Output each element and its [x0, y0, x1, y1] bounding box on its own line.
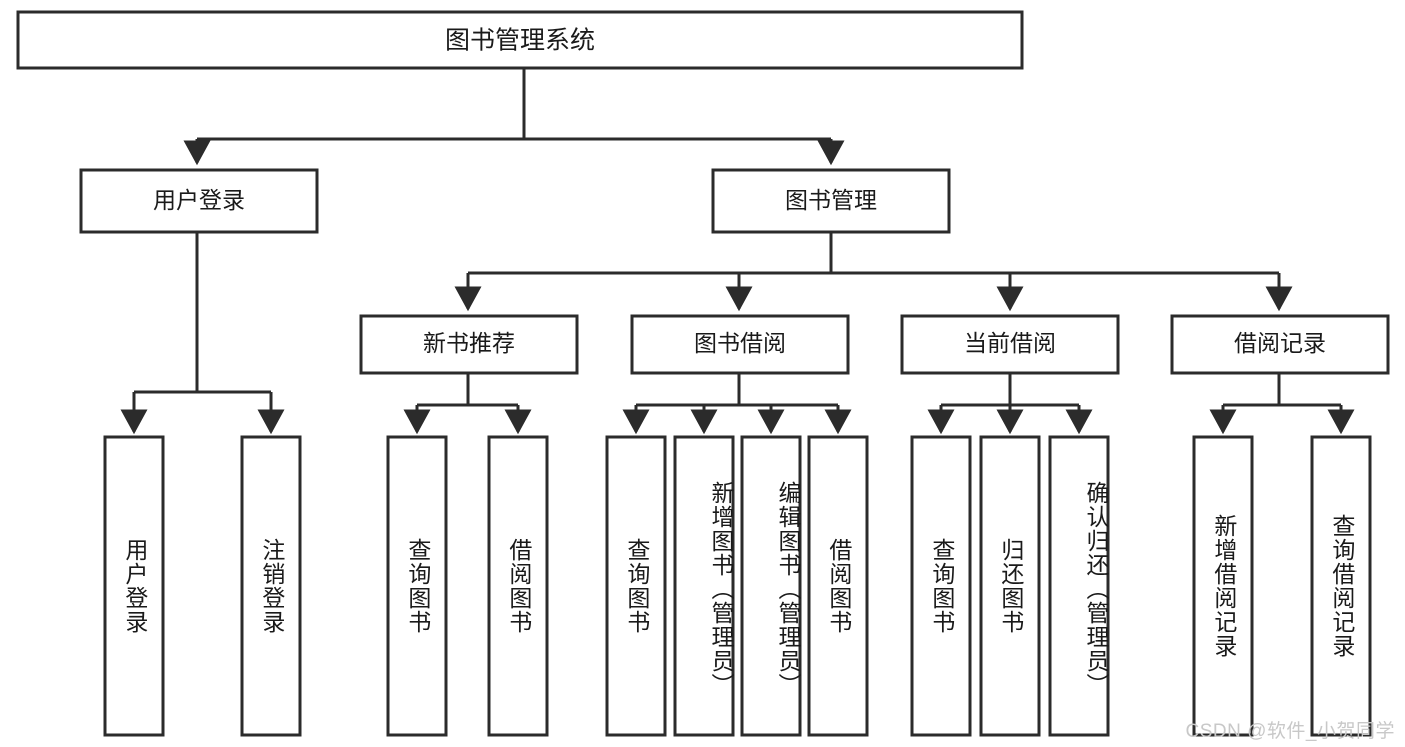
- connector-borrowrecord-to-leaves: [1209, 373, 1355, 435]
- node-book-borrow[interactable]: 图书借阅: [630, 314, 850, 375]
- node-new-book-rec-label: 新书推荐: [423, 330, 515, 356]
- leaf-query-record[interactable]: [1310, 435, 1372, 737]
- node-current-borrow[interactable]: 当前借阅: [900, 314, 1120, 375]
- connector-newbook-to-leaves: [403, 373, 532, 435]
- connector-bookborrow-to-leaves: [622, 373, 852, 435]
- node-book-borrow-label: 图书借阅: [694, 330, 786, 356]
- watermark-text: CSDN @软件_小贺同学: [1185, 721, 1395, 742]
- node-user-login-label: 用户登录: [153, 187, 245, 213]
- leaf-query-book-3[interactable]: [910, 435, 972, 737]
- node-root-label: 图书管理系统: [445, 27, 595, 55]
- node-user-login[interactable]: 用户登录: [79, 168, 319, 234]
- node-book-manage-label: 图书管理: [785, 187, 877, 213]
- connector-userlogin-to-leaves: [120, 232, 285, 435]
- leaf-user-login[interactable]: [103, 435, 165, 737]
- leaf-add-record[interactable]: [1192, 435, 1254, 737]
- connector-bookmanage-to-tier3: [454, 232, 1293, 312]
- node-root[interactable]: 图书管理系统: [16, 10, 1024, 70]
- leaf-logout[interactable]: [240, 435, 302, 737]
- leaf-query-book-2[interactable]: [605, 435, 667, 737]
- connector-currentborrow-to-leaves: [927, 373, 1093, 435]
- connector-root-to-tier2: [183, 68, 845, 166]
- leaf-query-book-1[interactable]: [386, 435, 448, 737]
- node-book-manage[interactable]: 图书管理: [711, 168, 951, 234]
- leaf-borrow-book-2[interactable]: [807, 435, 869, 737]
- node-borrow-record[interactable]: 借阅记录: [1170, 314, 1390, 375]
- node-current-borrow-label: 当前借阅: [964, 330, 1056, 356]
- node-new-book-rec[interactable]: 新书推荐: [359, 314, 579, 375]
- node-borrow-record-label: 借阅记录: [1234, 330, 1326, 356]
- leaf-add-book-admin[interactable]: [673, 435, 735, 737]
- leaf-return-book[interactable]: [979, 435, 1041, 737]
- leaf-confirm-return-admin[interactable]: [1048, 435, 1110, 737]
- leaf-edit-book-admin[interactable]: [740, 435, 802, 737]
- leaf-borrow-book-1[interactable]: [487, 435, 549, 737]
